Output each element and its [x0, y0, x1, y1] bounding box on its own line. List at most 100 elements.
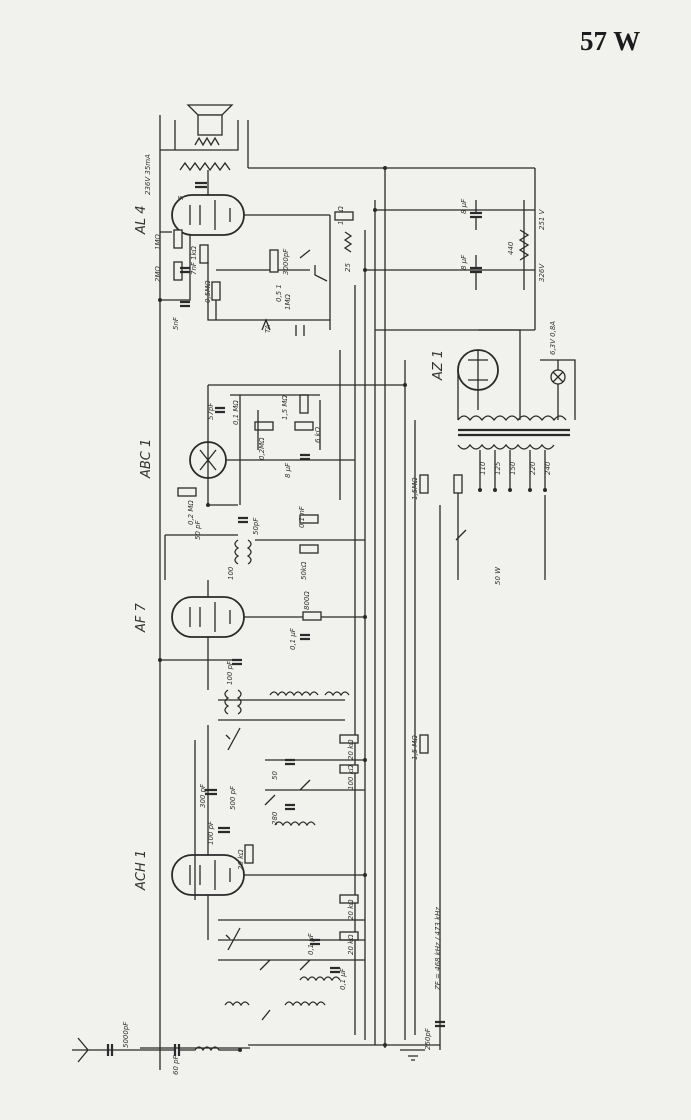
oscillator-coil [269, 691, 350, 697]
svg-text:0,1 μF: 0,1 μF [289, 627, 297, 650]
capacitor-8uf-c [300, 453, 310, 461]
svg-text:0,5MΩ: 0,5MΩ [204, 280, 212, 303]
svg-text:250pF: 250pF [424, 1027, 432, 1050]
resistor-15mohm-b [419, 474, 429, 494]
svg-text:100: 100 [227, 566, 235, 580]
tube-al4: AL 4 [134, 194, 245, 236]
svg-text:0,1 nF: 0,1 nF [298, 505, 306, 528]
svg-text:0,1 μF: 0,1 μF [339, 967, 347, 990]
tuning-capacitor-b [225, 927, 241, 951]
capacitor-01uf [300, 633, 310, 641]
if-transformer-1 [224, 689, 242, 715]
resistor-02mohm [254, 421, 274, 431]
tube-label-ach1: ACH 1 [134, 850, 149, 891]
svg-text:8 μF: 8 μF [460, 254, 468, 270]
svg-text:57pF: 57pF [207, 402, 215, 420]
svg-text:110: 110 [479, 461, 487, 475]
input-coil-b [299, 976, 341, 982]
svg-text:20 kΩ: 20 kΩ [237, 849, 245, 870]
capacitor-250pf [435, 1020, 445, 1028]
tube-label-al4: AL 4 [134, 205, 149, 235]
antenna-coil [224, 1001, 326, 1007]
svg-text:100 pF: 100 pF [207, 820, 215, 845]
ground-bus [140, 115, 250, 1070]
svg-text:280: 280 [271, 811, 279, 825]
tube-af7: AF 7 [134, 596, 245, 638]
capacitor-8uf-a [470, 211, 482, 219]
svg-text:150: 150 [509, 461, 517, 475]
svg-text:125: 125 [494, 461, 502, 475]
resistor-6kohm [294, 421, 314, 431]
model-title: 57 W [580, 26, 641, 56]
resistor-1kohm [199, 244, 209, 264]
tube-label-az1: AZ 1 [431, 350, 446, 381]
svg-text:50: 50 [271, 771, 279, 780]
resistor-20kohm-b [244, 844, 254, 864]
svg-text:6,3V 0,8A: 6,3V 0,8A [549, 321, 557, 355]
capacitor-60pf [173, 1044, 181, 1056]
resistor-05mohm [211, 281, 221, 301]
svg-text:1,5 MΩ: 1,5 MΩ [281, 395, 289, 420]
resistor-15mohm-c [419, 734, 429, 754]
tube-abc1: ABC 1 [139, 439, 227, 479]
svg-text:300 pF: 300 pF [199, 783, 207, 808]
capacitor-57pf [215, 406, 225, 414]
svg-text:50pF: 50pF [252, 517, 260, 535]
svg-text:50 W: 50 W [494, 566, 502, 585]
svg-text:0,2MΩ: 0,2MΩ [258, 437, 266, 460]
input-coil-a [274, 821, 316, 827]
svg-text:5: 5 [177, 195, 185, 200]
svg-text:ZF = 468 kHz / 473 kHz: ZF = 468 kHz / 473 kHz [434, 907, 442, 991]
capacitor-7nf [180, 266, 190, 274]
tube-ach1: ACH 1 [134, 850, 245, 896]
svg-text:440: 440 [507, 241, 515, 255]
svg-text:20 kΩ: 20 kΩ [347, 739, 355, 760]
svg-text:50kΩ: 50kΩ [300, 561, 308, 580]
svg-text:3000pF: 3000pF [282, 248, 290, 275]
capacitor-50pf [238, 516, 248, 524]
svg-text:20 kΩ: 20 kΩ [347, 899, 355, 920]
svg-text:TA: TA [264, 324, 272, 333]
svg-text:8 μF: 8 μF [284, 462, 292, 478]
power-transformer: 110 125 150 220 240 [457, 415, 570, 492]
capacitor-500pf [218, 826, 230, 834]
svg-text:25: 25 [344, 263, 352, 272]
svg-text:1,5 MΩ: 1,5 MΩ [411, 735, 419, 760]
svg-text:1MΩ: 1MΩ [154, 234, 162, 250]
potentiometer [269, 249, 279, 273]
tube-label-af7: AF 7 [134, 602, 149, 633]
resistor-20kohm-c [339, 894, 359, 904]
svg-text:100 kΩ: 100 kΩ [347, 764, 355, 790]
resistor-02mohm-grid [177, 487, 197, 497]
resistor-800ohm [302, 611, 322, 621]
svg-text:220: 220 [529, 461, 537, 475]
chassis-ground [400, 1049, 425, 1061]
svg-text:1kΩ: 1kΩ [190, 245, 198, 260]
capacitor-5nf-out [195, 181, 207, 189]
svg-text:6 kΩ: 6 kΩ [314, 426, 322, 443]
resistor-100kohm [339, 764, 359, 774]
mains-switch [455, 529, 467, 541]
svg-text:7nF: 7nF [190, 261, 198, 275]
capacitor-5000pf [106, 1044, 114, 1056]
svg-text:5nF: 5nF [172, 316, 180, 330]
svg-text:0,1 MΩ: 0,1 MΩ [232, 400, 240, 425]
capacitor-5nf [180, 300, 190, 308]
svg-text:0,5 1: 0,5 1 [275, 284, 283, 302]
svg-text:100 pF: 100 pF [226, 660, 234, 685]
resistor-15mohm [299, 394, 309, 414]
svg-text:0,1 μF: 0,1 μF [307, 932, 315, 955]
svg-text:0,2 MΩ: 0,2 MΩ [187, 500, 195, 525]
svg-text:500 pF: 500 pF [229, 785, 237, 810]
capacitor-280 [285, 803, 295, 811]
svg-text:1MΩ: 1MΩ [284, 294, 292, 310]
svg-text:1,5MΩ: 1,5MΩ [411, 477, 419, 500]
tuning-capacitor-a [225, 727, 241, 751]
svg-text:8 μF: 8 μF [460, 198, 468, 214]
svg-text:251 V: 251 V [538, 208, 546, 230]
resistor-01nf [299, 514, 319, 524]
capacitor-01uf-b [310, 938, 320, 946]
if-transformer-2 [234, 539, 252, 565]
